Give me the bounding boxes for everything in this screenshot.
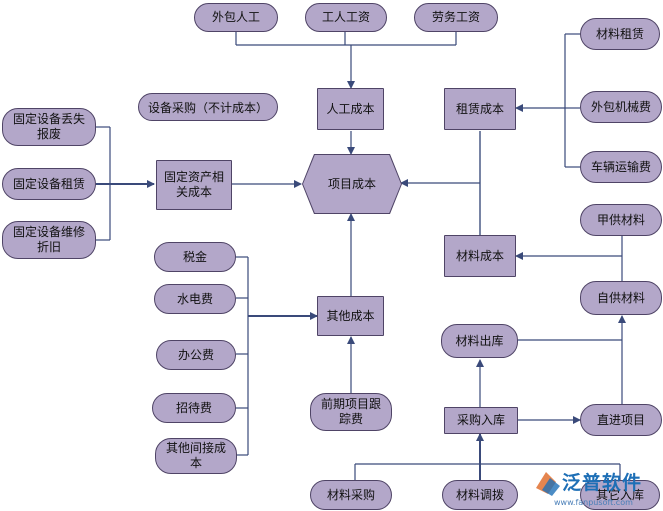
waibao-rengong-label: 外包人工	[211, 10, 260, 24]
zigong-cailiao-node: 自供材料	[580, 281, 662, 315]
guding-weixiu-line1: 固定设备维修	[12, 225, 85, 239]
zhaodai-label: 招待费	[175, 400, 212, 415]
brand-logo: 泛普软件 www.fanpusoft.com	[534, 466, 660, 510]
qita-chengben-label: 其他成本	[326, 308, 375, 323]
caigou-ruku-node: 采购入库	[444, 407, 518, 434]
jiagong-cailiao-label: 甲供材料	[596, 212, 645, 227]
jiagong-cailiao-node: 甲供材料	[580, 204, 662, 236]
qianqi-line1: 前期项目跟	[320, 397, 381, 411]
caigou-ruku-label: 采购入库	[456, 413, 505, 427]
zhijin-xiangmu-label: 直进项目	[596, 412, 645, 427]
cailiao-chengben-node: 材料成本	[444, 235, 516, 277]
zigong-cailiao-label: 自供材料	[596, 290, 645, 305]
qianqi-node: 前期项目跟踪费	[310, 393, 392, 431]
guding-diushi-line1: 固定设备丢失	[12, 112, 85, 126]
cheliang-yunshu-label: 车辆运输费	[590, 159, 651, 174]
guding-zichan-line1: 固定资产相	[163, 170, 224, 184]
rengong-chengben-label: 人工成本	[326, 101, 375, 116]
qianqi-line2: 踪费	[338, 412, 363, 426]
guding-zulin-node: 固定设备租赁	[2, 168, 96, 200]
qita-jianjie-line2: 本	[189, 456, 202, 470]
qita-chengben-node: 其他成本	[317, 296, 384, 336]
gongren-gongzi-label: 工人工资	[321, 10, 370, 24]
qita-ruku-node: 其它入库	[580, 480, 660, 510]
qita-ruku-label: 其它入库	[595, 487, 644, 502]
gongren-gongzi-node: 工人工资	[305, 3, 387, 32]
xiangmu-chengben-label: 项目成本	[327, 176, 376, 191]
zulin-chengben-node: 租赁成本	[444, 88, 516, 130]
shebei-caigou-note: 设备采购（不计成本）	[138, 93, 278, 121]
logo-text: 泛普软件	[562, 472, 643, 494]
shuidian-node: 水电费	[154, 284, 236, 314]
waibao-jixie-node: 外包机械费	[580, 91, 662, 123]
xiangmu-chengben-node: 项目成本	[303, 155, 401, 213]
waibao-jixie-label: 外包机械费	[590, 99, 651, 114]
bangong-label: 办公费	[177, 347, 214, 362]
cailiao-tiaobo-label: 材料调拨	[455, 487, 504, 502]
zhaodai-node: 招待费	[152, 393, 236, 423]
zulin-chengben-label: 租赁成本	[455, 101, 504, 116]
guding-diushi-line2: 报废	[36, 127, 61, 141]
guding-weixiu-node: 固定设备维修折旧	[2, 221, 96, 259]
bangong-node: 办公费	[156, 340, 236, 370]
logo-url: www.fanpusoft.com	[554, 498, 633, 507]
guding-weixiu-line2: 折旧	[36, 240, 61, 254]
qita-jianjie-line1: 其他间接成	[165, 441, 226, 455]
shuijin-label: 税金	[182, 249, 207, 264]
laowu-gongzi-node: 劳务工资	[414, 3, 498, 32]
shuidian-label: 水电费	[176, 291, 213, 306]
logo-icon	[536, 472, 560, 496]
guding-diushi-node: 固定设备丢失报废	[2, 108, 96, 146]
cailiao-caigou-label: 材料采购	[326, 487, 375, 502]
cailiao-tiaobo-node: 材料调拨	[442, 480, 518, 510]
cailiao-chuku-label: 材料出库	[455, 333, 504, 348]
zhijin-xiangmu-node: 直进项目	[580, 404, 662, 436]
cailiao-zulin-node: 材料租赁	[580, 18, 660, 50]
shebei-caigou-label: 设备采购（不计成本）	[147, 100, 268, 115]
qita-jianjie-node: 其他间接成本	[155, 438, 237, 474]
guding-zichan-line2: 关成本	[175, 185, 212, 199]
cailiao-caigou-node: 材料采购	[310, 480, 392, 510]
cailiao-chuku-node: 材料出库	[441, 324, 518, 358]
cheliang-yunshu-node: 车辆运输费	[580, 151, 662, 183]
laowu-gongzi-label: 劳务工资	[431, 10, 480, 24]
cailiao-zulin-label: 材料租赁	[595, 26, 644, 41]
waibao-rengong-node: 外包人工	[194, 3, 278, 32]
guding-zichan-node: 固定资产相关成本	[156, 160, 232, 210]
cailiao-chengben-label: 材料成本	[455, 248, 504, 263]
shuijin-node: 税金	[154, 242, 236, 272]
guding-zulin-label: 固定设备租赁	[12, 176, 85, 191]
rengong-chengben-node: 人工成本	[317, 88, 384, 130]
